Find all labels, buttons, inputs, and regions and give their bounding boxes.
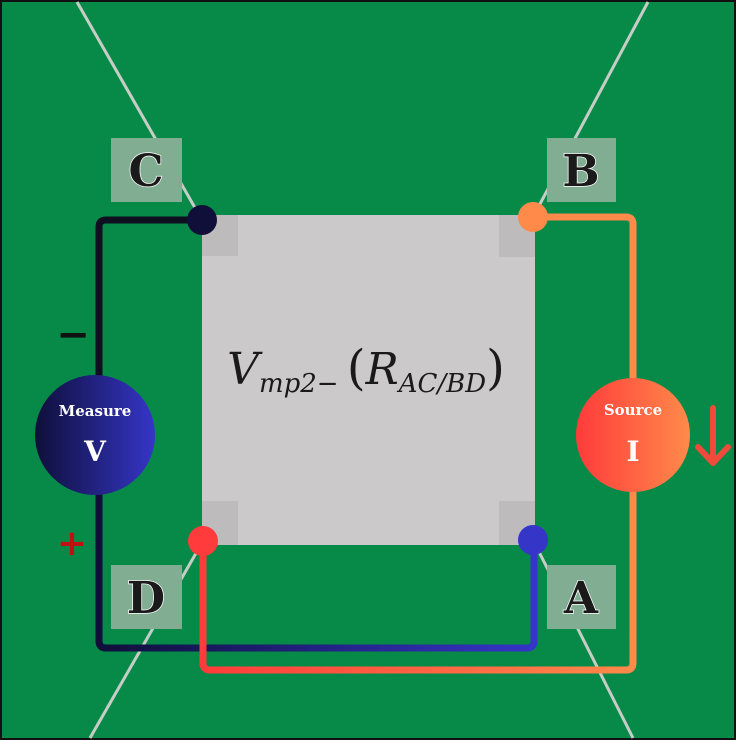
wire-source-to-b	[533, 213, 637, 385]
corner-label-b-text: B	[562, 146, 599, 197]
corner-label-d: D	[111, 565, 182, 629]
formula-text: Vmp2− (RAC/BD)	[227, 340, 505, 399]
down-arrow-head	[695, 444, 731, 466]
corner-label-b: B	[547, 138, 616, 202]
corner-label-b-box	[547, 138, 616, 202]
current-source-symbol: I	[626, 435, 639, 468]
voltmeter: Measure V	[35, 375, 155, 495]
formula-main: V	[227, 344, 263, 395]
formula-space	[339, 361, 347, 391]
contact-dot-b	[518, 202, 548, 232]
corner-label-a-box	[547, 565, 616, 629]
sample-square	[202, 215, 535, 545]
plus-sign: +	[57, 523, 87, 564]
corner-label-c-box	[111, 138, 182, 202]
voltmeter-title: Measure	[59, 402, 132, 420]
wire-voltmeter-to-c	[95, 216, 202, 385]
current-source-title: Source	[604, 401, 662, 419]
corner-label-a: A	[547, 565, 616, 629]
formula-close-paren: )	[486, 340, 505, 396]
wire-voltmeter-to-a	[95, 485, 538, 652]
corner-label-c-text: C	[128, 146, 163, 197]
corner-label-d-text: D	[127, 573, 165, 624]
minus-sign: −	[56, 312, 90, 358]
formula-r-sub: AC/BD	[397, 369, 487, 399]
contact-dot-c	[187, 205, 217, 235]
voltmeter-circle	[35, 375, 155, 495]
wire-source-to-d	[199, 488, 637, 674]
diagonal-line-d	[88, 540, 205, 739]
corner-label-d-box	[111, 565, 182, 629]
contact-dot-d	[188, 526, 218, 556]
current-source-circle	[576, 378, 690, 492]
contact-dot-a	[518, 525, 548, 555]
corner-label-a-text: A	[563, 573, 599, 624]
voltmeter-symbol: V	[83, 435, 107, 468]
formula-sub: mp2−	[259, 369, 339, 399]
formula-r: R	[365, 344, 399, 395]
current-source: Source I	[576, 378, 690, 492]
down-arrow-icon	[695, 405, 731, 466]
corner-label-c: C	[111, 138, 182, 202]
formula-open-paren: (	[347, 340, 366, 396]
